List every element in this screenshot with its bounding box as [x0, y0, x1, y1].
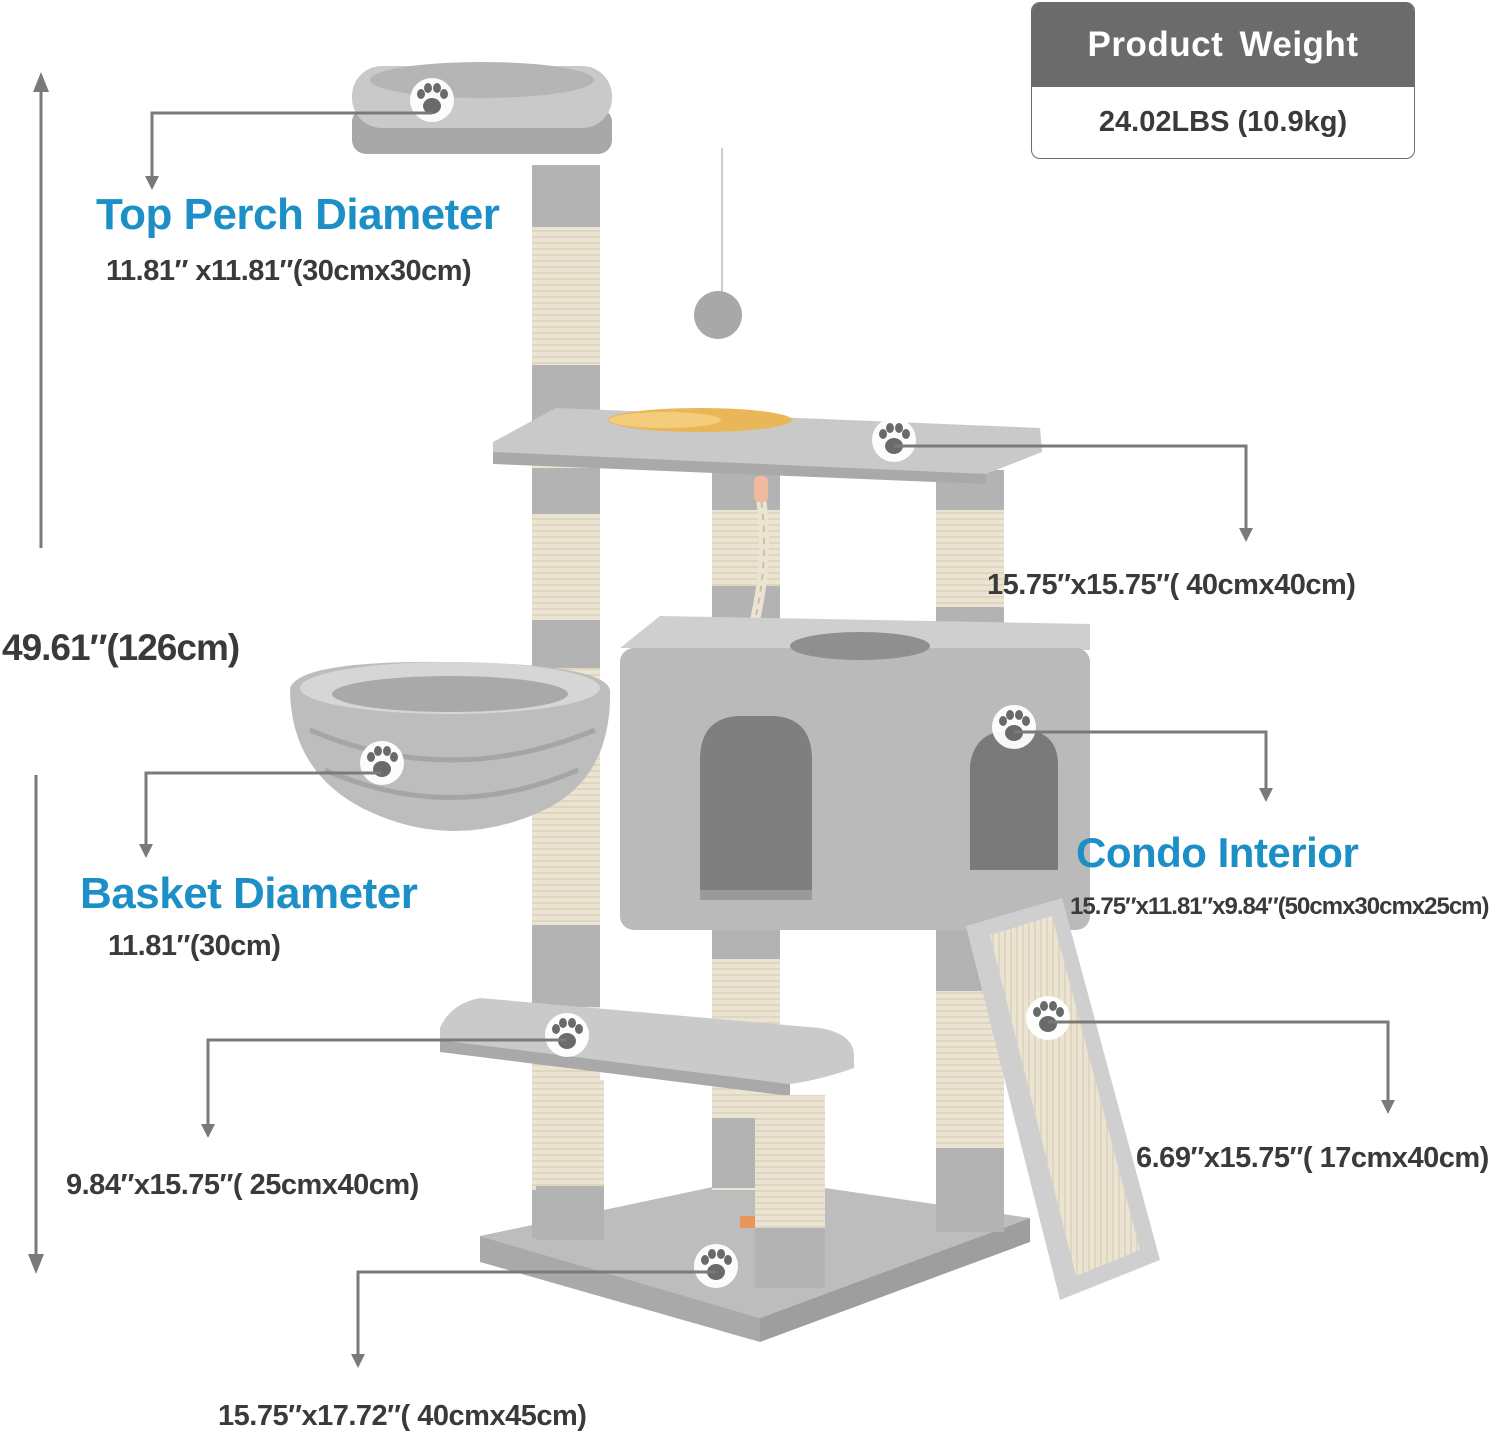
paw-icon [410, 78, 454, 122]
paw-icon [872, 418, 916, 462]
lower-platform-dimension: 9.84″x15.75″( 25cmx40cm) [66, 1169, 419, 1201]
top-perch [352, 62, 612, 154]
lower-platform [440, 998, 854, 1096]
platform-leader [894, 444, 1248, 530]
height-arrow-top [33, 72, 49, 548]
top-perch-title: Top Perch Diameter [96, 190, 500, 239]
paw-icon [694, 1244, 738, 1288]
basket-leader [144, 771, 382, 846]
condo-leader [1014, 730, 1268, 790]
paw-icon [360, 741, 404, 785]
condo-dimension: 15.75″x11.81″x9.84″(50cmx30cmx25cm) [1070, 893, 1490, 920]
hanging-pompom-toy [694, 148, 742, 339]
total-height-dimension: 49.61″(126cm) [2, 627, 240, 668]
hammock-basket [290, 661, 611, 832]
product-weight-box: Product Weight 24.02LBS (10.9kg) [1031, 2, 1415, 159]
lower-platform-leader [206, 1038, 567, 1126]
condo-box [620, 616, 1090, 930]
height-arrow-bottom [28, 775, 44, 1274]
paw-icon [1026, 996, 1070, 1040]
ramp-dimension: 6.69″x15.75″( 17cmx40cm) [1136, 1142, 1489, 1174]
top-perch-dimension: 11.81″ x11.81″(30cmx30cm) [106, 255, 472, 287]
ramp-leader [1048, 1020, 1390, 1102]
lower-posts [536, 1080, 825, 1288]
paw-icon [992, 705, 1036, 749]
weight-header: Product Weight [1032, 3, 1414, 87]
condo-title: Condo Interior [1076, 829, 1359, 876]
top-perch-leader [150, 111, 432, 178]
basket-title: Basket Diameter [80, 869, 418, 918]
middle-platform [493, 408, 1042, 484]
base-dimension: 15.75″x17.72″( 40cmx45cm) [218, 1400, 587, 1432]
weight-value: 24.02LBS (10.9kg) [1098, 106, 1348, 138]
base-leader [356, 1270, 716, 1356]
basket-dimension: 11.81″(30cm) [108, 930, 281, 962]
platform-dimension: 15.75″x15.75″( 40cmx40cm) [987, 569, 1356, 601]
scratching-ramp [966, 898, 1160, 1300]
paw-icon [545, 1013, 589, 1057]
